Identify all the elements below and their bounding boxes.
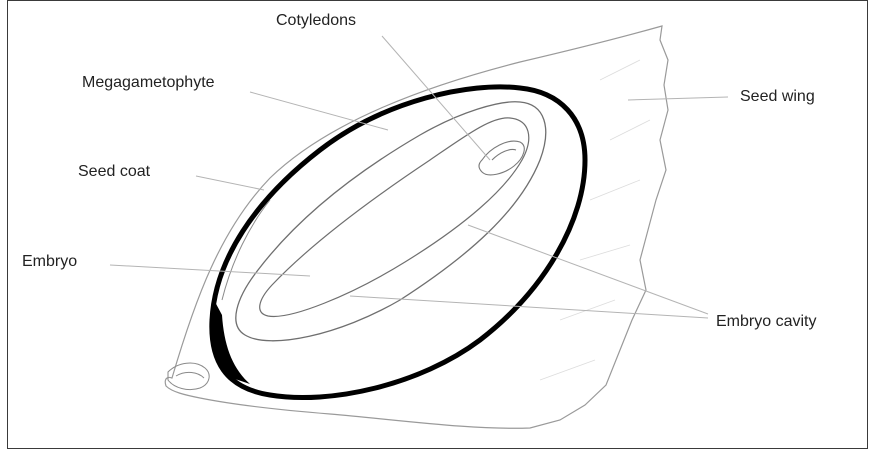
label-cotyledons: Cotyledons [276, 12, 356, 30]
leader-line-seed-wing [628, 97, 728, 100]
seed-wing-outline [165, 26, 668, 428]
leader-line-megagametophyte [250, 92, 388, 130]
label-seed-wing: Seed wing [740, 88, 815, 106]
embryo-outline [260, 118, 529, 317]
leader-line-embryo [110, 265, 310, 276]
micropylar-end [168, 363, 209, 390]
leader-line-embryo-cavity-1 [468, 225, 708, 314]
label-embryo-cavity: Embryo cavity [716, 313, 816, 331]
cotyledons-outline [479, 141, 524, 175]
leader-line-embryo-cavity-2 [350, 296, 708, 318]
seed-coat-base [212, 300, 250, 384]
leader-line-cotyledons [382, 36, 490, 160]
seed-wing-texture [540, 60, 650, 380]
label-seed-coat: Seed coat [78, 163, 150, 181]
label-megagametophyte: Megagametophyte [82, 74, 215, 92]
label-embryo: Embryo [22, 253, 77, 271]
leader-line-seed-coat [196, 176, 264, 190]
